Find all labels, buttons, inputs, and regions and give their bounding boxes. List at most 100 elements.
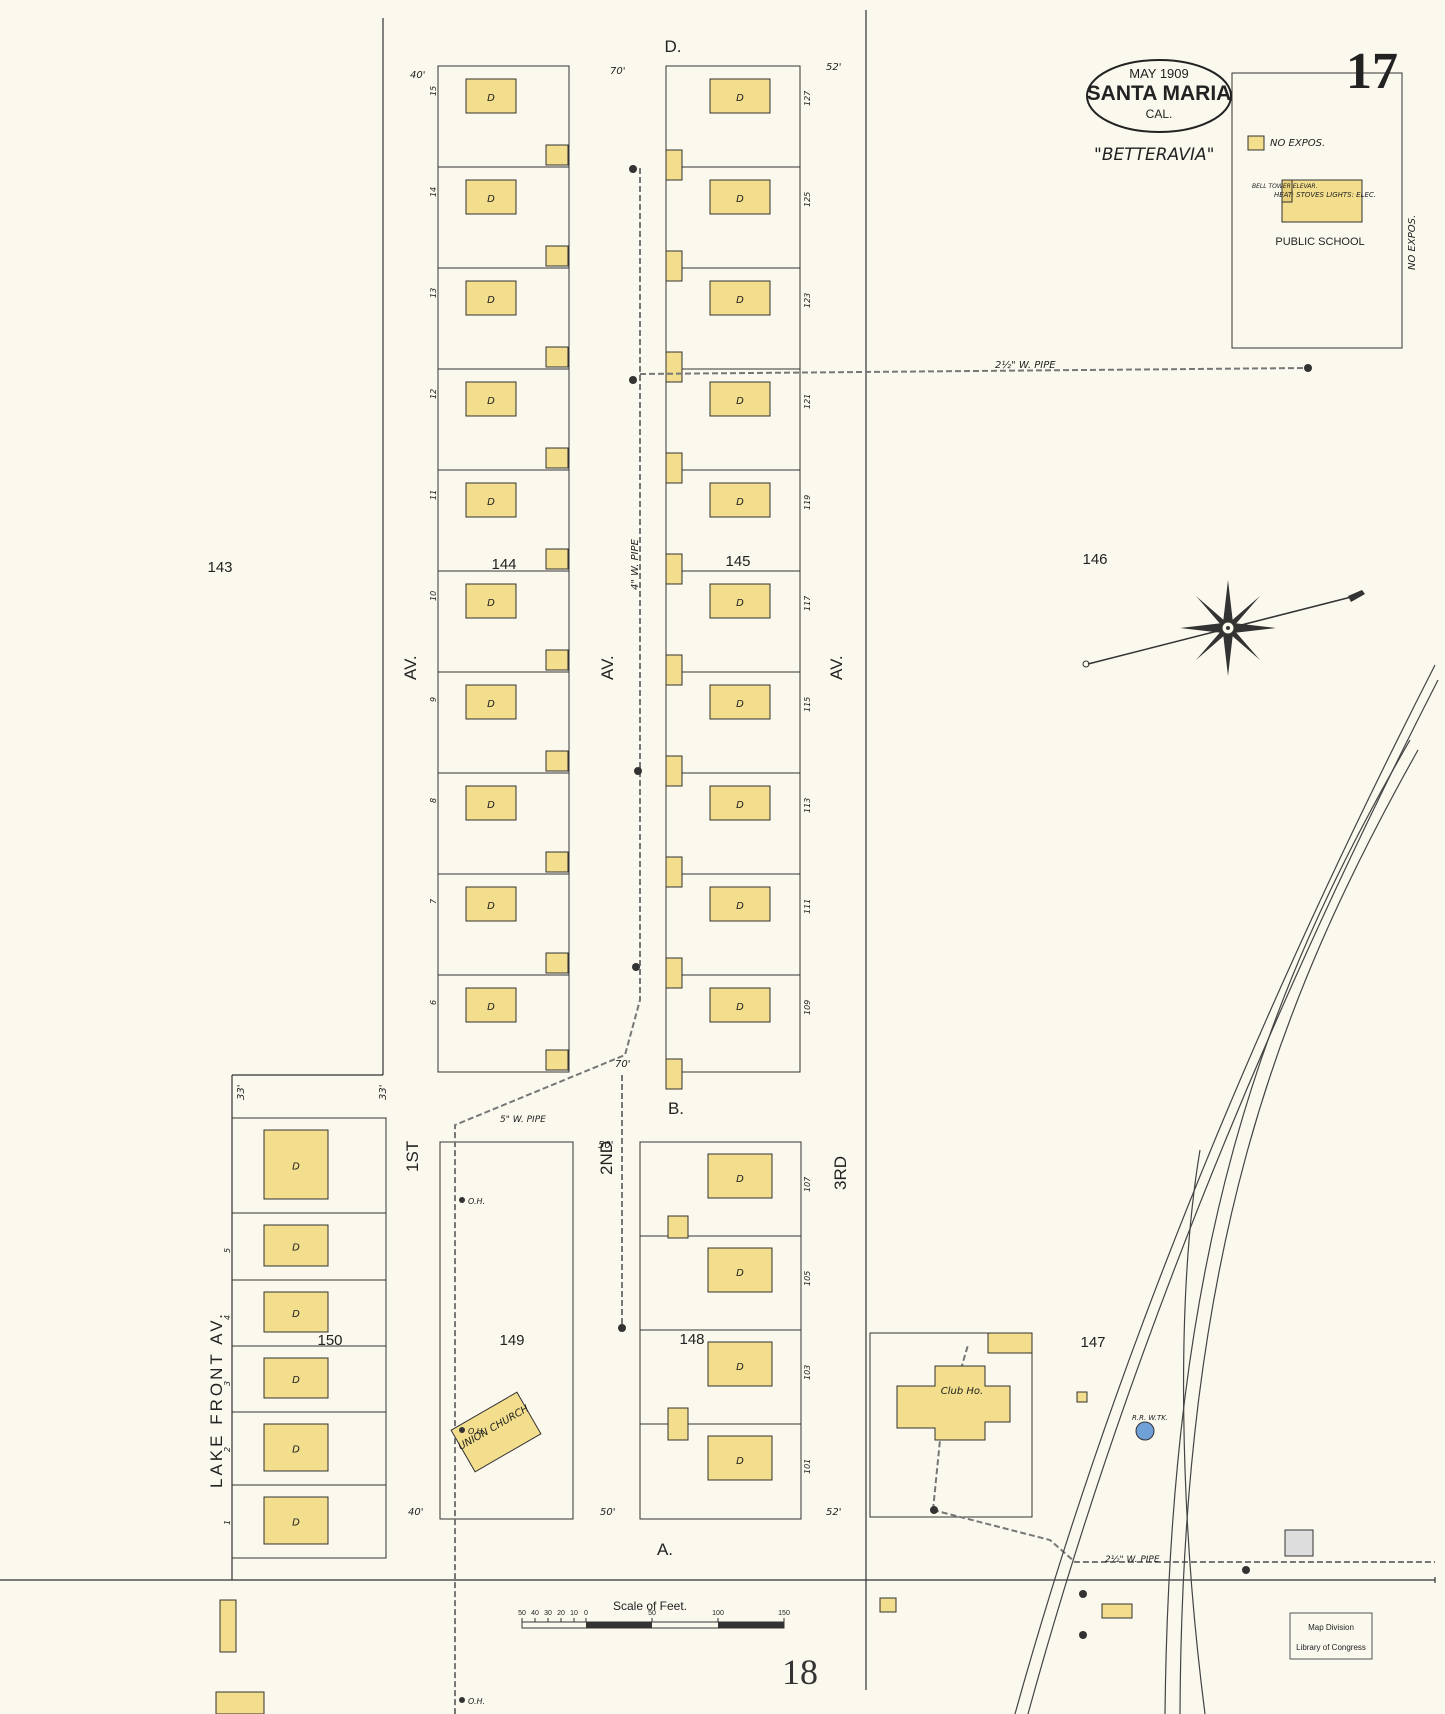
- scale-tick-label: 50: [518, 1610, 526, 1617]
- outside-building: [219, 1599, 237, 1653]
- dwelling-label: D: [487, 194, 495, 205]
- scale-title: Scale of Feet.: [613, 1599, 687, 1613]
- school-note: HEAT: STOVES LIGHTS: ELEC.: [1274, 191, 1376, 199]
- dwelling-label: D: [292, 1162, 300, 1173]
- dwelling-label: D: [736, 1002, 744, 1013]
- outhouse-marker: [459, 1427, 465, 1433]
- dim: 50': [600, 1507, 615, 1518]
- lot-number: 3: [223, 1381, 232, 1386]
- outbuilding: [665, 452, 683, 484]
- outbuilding: [545, 750, 569, 772]
- outbuilding: [667, 1215, 689, 1239]
- block-147-club-parcel: [869, 1332, 1033, 1518]
- scale-tick-label: 100: [712, 1610, 724, 1617]
- lot-number: 15: [429, 86, 438, 96]
- outbuilding: [545, 1049, 569, 1071]
- rail-track: [1014, 664, 1436, 1714]
- dwelling: [709, 684, 771, 720]
- dwelling-label: D: [487, 901, 495, 912]
- dwelling: [465, 583, 517, 619]
- dwelling: [709, 381, 771, 417]
- dwelling: [707, 1341, 773, 1387]
- outside-building: [215, 1691, 265, 1714]
- pipe-label-a: 2½" W. PIPE: [1105, 1555, 1160, 1565]
- dwelling: [709, 78, 771, 114]
- scale-tick-label: 40: [531, 1610, 539, 1617]
- water-pipe-a: [932, 1509, 1435, 1563]
- dwelling: [263, 1291, 329, 1333]
- school-parcel: [1231, 72, 1403, 349]
- dwelling: [263, 1224, 329, 1267]
- block-143: 143: [207, 559, 232, 576]
- scale-bar-fill: [586, 1622, 652, 1628]
- hydrant: [1079, 1631, 1087, 1639]
- outbuilding: [665, 553, 683, 585]
- public-school-label: PUBLIC SCHOOL: [1275, 236, 1364, 248]
- lot-number: 113: [803, 798, 812, 813]
- dwelling: [465, 179, 517, 215]
- street-av-1: AV.: [401, 655, 420, 680]
- dwelling: [707, 1435, 773, 1481]
- water-tank-icon: [1135, 1421, 1155, 1441]
- scale-tick-label: 30: [544, 1610, 552, 1617]
- dwelling-label: D: [736, 396, 744, 407]
- lot-number: 111: [803, 899, 812, 914]
- street-av-3: AV.: [827, 655, 846, 680]
- outbuilding: [667, 1407, 689, 1441]
- church-building: [450, 1391, 542, 1473]
- dimensions: 40' 70' 52' 70' 50' 50' 52' 40' 33' 33': [236, 62, 841, 1518]
- scale-bar-fill: [718, 1622, 784, 1628]
- adjacent-sheet-number: 18: [782, 1652, 818, 1692]
- water-pipe-school: [639, 367, 1306, 375]
- block-148: 148: [679, 1331, 704, 1348]
- dwelling: [465, 684, 517, 720]
- lot-number: 127: [803, 90, 812, 106]
- dwelling-label: D: [487, 1002, 495, 1013]
- outside-building: [1101, 1603, 1133, 1619]
- no-expos-side: NO EXPOS.: [1407, 215, 1418, 270]
- lot-number: 7: [429, 898, 438, 904]
- north-arrow-icon: [1082, 580, 1365, 676]
- dwelling-label: D: [736, 699, 744, 710]
- dwelling: [709, 583, 771, 619]
- block-144-outline: [437, 65, 570, 1073]
- block-150: 150: [317, 1332, 342, 1349]
- dwelling-label: D: [736, 295, 744, 306]
- school-shed: [1247, 135, 1265, 151]
- scale-tick-label: 0: [584, 1610, 588, 1617]
- dwelling: [709, 179, 771, 215]
- street-d: D.: [665, 37, 682, 56]
- dwelling: [709, 886, 771, 922]
- lot-number: 103: [803, 1365, 812, 1380]
- dwelling: [263, 1423, 329, 1472]
- outhouse-marker: [459, 1197, 465, 1203]
- rail-track: [1164, 739, 1411, 1714]
- bell-tower-label: BELL TOWER ELEVAR.: [1252, 183, 1318, 190]
- hydrant: [629, 376, 637, 384]
- dim: 40': [410, 70, 425, 81]
- dwelling: [709, 785, 771, 821]
- outhouse-marker: [459, 1697, 465, 1703]
- scale-tick-label: 10: [570, 1610, 578, 1617]
- section-name: "BETTERAVIA": [1094, 145, 1214, 165]
- dim: 70': [615, 1059, 630, 1070]
- dwelling: [465, 785, 517, 821]
- dim: 33': [236, 1085, 247, 1100]
- hydrant: [1304, 364, 1312, 372]
- lot-number: 101: [803, 1459, 812, 1474]
- dwelling-label: D: [487, 598, 495, 609]
- outbuilding: [545, 548, 569, 570]
- dwelling: [465, 280, 517, 316]
- rr-water-tank: R.R. W.TK.: [1132, 1414, 1168, 1441]
- dwelling-label: D: [736, 93, 744, 104]
- small-structure: [1076, 1391, 1088, 1403]
- dwelling: [465, 78, 517, 114]
- dwelling: [709, 987, 771, 1023]
- dwelling-label: D: [487, 800, 495, 811]
- stamp-border: [1289, 1612, 1373, 1660]
- header-city: SANTA MARIA: [1087, 82, 1232, 105]
- rr-tank-label: R.R. W.TK.: [1132, 1414, 1168, 1422]
- title-cartouche: MAY 1909 SANTA MARIA CAL.: [1086, 59, 1232, 133]
